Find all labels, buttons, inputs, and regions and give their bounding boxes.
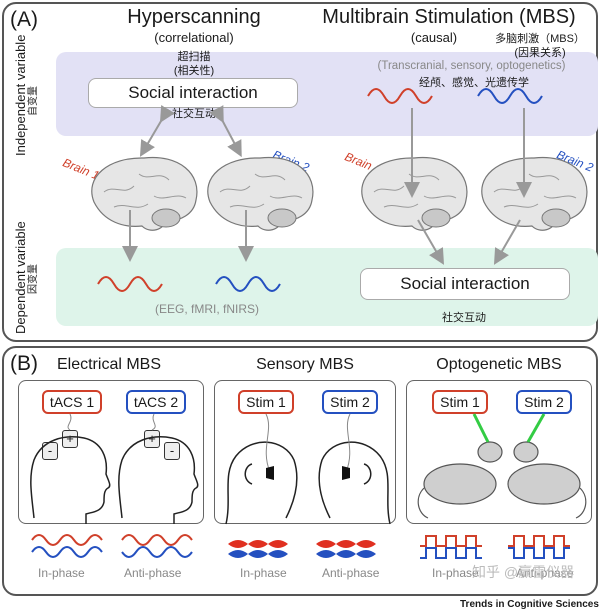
journal-footer: Trends in Cognitive Sciences xyxy=(460,599,599,610)
mbs-title-zh: 多脑刺激（MBS） xyxy=(495,33,585,45)
panel-a: (A) Independent variable 自变量 Dependent v… xyxy=(2,2,598,342)
arrow xyxy=(139,105,175,157)
hyperscanning-subtitle: (correlational) xyxy=(154,30,234,45)
blue-wave xyxy=(215,276,281,292)
head-icon xyxy=(118,436,199,524)
anti-phase-label: Anti-phase xyxy=(124,566,182,580)
social-interaction-left-zh: 社交互动 xyxy=(172,108,216,120)
mbs-title: Multibrain Stimulation (MBS) xyxy=(322,6,576,28)
optic-fiber-icon xyxy=(472,413,490,443)
blue-burst xyxy=(316,550,376,558)
brain-icon xyxy=(361,156,468,231)
arrow xyxy=(417,219,445,265)
electrode-minus: - xyxy=(164,442,180,460)
tacs-1-box: tACS 1 xyxy=(42,390,102,414)
rat-icon xyxy=(507,441,587,519)
mbs-methods-zh: 经颅、感觉、光遗传学 xyxy=(419,77,529,89)
in-phase-label: In-phase xyxy=(240,566,287,580)
in-phase-label: In-phase xyxy=(38,566,85,580)
ear-icon xyxy=(244,463,253,485)
blue-wave xyxy=(31,546,103,558)
social-interaction-box-left: Social interaction xyxy=(88,78,298,108)
social-interaction-right-zh: 社交互动 xyxy=(442,312,486,324)
speaker-icon xyxy=(342,466,350,480)
red-wave xyxy=(367,88,433,104)
opto-stim-1-box: Stim 1 xyxy=(432,390,488,414)
red-burst xyxy=(316,540,376,548)
electrical-mbs-title: Electrical MBS xyxy=(56,356,162,373)
optic-fiber-icon xyxy=(526,413,546,443)
sensory-mbs-title: Sensory MBS xyxy=(256,356,354,373)
red-burst xyxy=(228,540,288,548)
head-icon xyxy=(318,441,391,525)
blue-square-wave xyxy=(420,547,482,559)
panel-b-label: (B) xyxy=(10,352,38,375)
wire xyxy=(151,413,156,431)
red-wave xyxy=(97,276,163,292)
tacs-2-box: tACS 2 xyxy=(126,390,186,414)
brain-icon xyxy=(481,156,588,231)
panel-a-label: (A) xyxy=(10,8,38,31)
sensory-stim-1-box: Stim 1 xyxy=(238,390,294,414)
hyperscanning-title: Hyperscanning xyxy=(127,6,261,28)
brain-icon xyxy=(91,156,198,231)
arrow xyxy=(209,105,242,158)
mbs-methods: (Transcranial, sensory, optogenetics) xyxy=(377,60,566,72)
panel-a-graphics xyxy=(91,88,588,292)
wire xyxy=(345,413,351,473)
red-square-wave xyxy=(420,535,482,547)
red-square-wave xyxy=(508,535,570,547)
blue-burst xyxy=(228,550,288,558)
ear-icon xyxy=(363,463,372,485)
anti-phase-label: Anti-phase xyxy=(322,566,380,580)
panel-b: (B) Electrical MBS Sensory MBS Optogenet… xyxy=(2,346,598,596)
electrode-plus: + xyxy=(62,430,78,448)
social-interaction-box-right: Social interaction xyxy=(360,268,570,300)
watermark: 知乎 @赢雷仪器 xyxy=(472,564,575,580)
anti-phase-label: Anti-phase xyxy=(516,566,574,580)
wire xyxy=(67,413,72,431)
head-icon xyxy=(225,441,298,525)
optogenetic-mbs-title: Optogenetic MBS xyxy=(436,356,562,373)
speaker-icon xyxy=(266,466,274,480)
measurement-methods: (EEG, fMRI, fNIRS) xyxy=(154,302,259,316)
head-icon xyxy=(30,436,111,524)
in-phase-label: In-phase xyxy=(432,566,479,580)
opto-stim-2-box: Stim 2 xyxy=(516,390,572,414)
blue-square-wave xyxy=(508,547,570,559)
rat-icon xyxy=(417,441,503,519)
red-wave xyxy=(121,534,193,546)
blue-wave xyxy=(477,88,543,104)
wire xyxy=(265,413,271,473)
mbs-subtitle-zh: (因果关系) xyxy=(514,47,566,59)
hyperscanning-subtitle-zh: (相关性) xyxy=(173,65,215,77)
hyperscanning-title-zh: 超扫描 xyxy=(177,51,211,63)
arrow xyxy=(493,219,521,265)
sensory-stim-2-box: Stim 2 xyxy=(322,390,378,414)
mbs-subtitle: (causal) xyxy=(410,30,458,45)
brain-icon xyxy=(207,156,314,231)
panel-b-graphics xyxy=(30,413,587,559)
blue-wave xyxy=(121,546,193,558)
red-wave xyxy=(31,534,103,546)
